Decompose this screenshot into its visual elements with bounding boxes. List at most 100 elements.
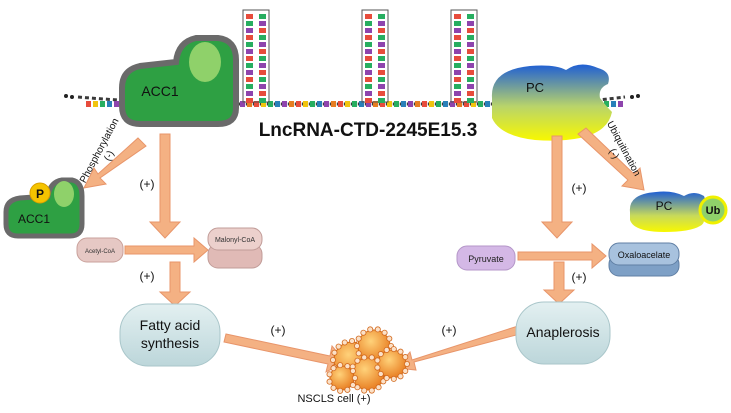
nucleotide xyxy=(246,84,253,89)
cell-label: NSCLS cell (+) xyxy=(297,393,370,405)
cell-granule xyxy=(331,349,338,356)
nucleotide xyxy=(296,101,301,107)
nucleotide xyxy=(365,35,372,40)
nucleotide xyxy=(467,49,474,54)
nucleotide xyxy=(366,101,371,107)
nucleotide xyxy=(246,49,253,54)
nucleotide xyxy=(365,63,372,68)
nucleotide xyxy=(467,91,474,96)
nucleotide xyxy=(467,42,474,47)
pyruvate-node: Pyruvate xyxy=(456,245,516,271)
acc1-label: ACC1 xyxy=(141,83,179,99)
cell-granule xyxy=(377,370,384,377)
nucleotide xyxy=(246,70,253,75)
nucleotide xyxy=(365,21,372,26)
cell-granule xyxy=(375,384,382,391)
arrow-fatty-to-cell xyxy=(223,333,347,373)
nucleotide xyxy=(454,98,461,103)
nucleotide xyxy=(240,101,245,107)
nucleotide xyxy=(259,42,266,47)
nucleotide xyxy=(454,21,461,26)
arrow-to-fatty-acid xyxy=(158,261,192,307)
cell-granule xyxy=(335,343,342,350)
rna-stem-loop-3 xyxy=(450,9,478,103)
nucleotide xyxy=(275,101,280,107)
arrow-acetyl-to-malonyl xyxy=(124,236,209,264)
sign-fatty-cell: (+) xyxy=(271,323,286,337)
cell-granule xyxy=(351,374,358,381)
sign-acetyl-fatty: (+) xyxy=(140,269,155,283)
cell-granule xyxy=(397,348,404,355)
nucleotide xyxy=(259,14,266,19)
acetyl-coa-node: Acetyl-CoA xyxy=(76,237,124,263)
fatty-acid-label-line1: Fatty acid xyxy=(140,317,201,333)
nucleotide xyxy=(246,91,253,96)
nucleotide xyxy=(93,101,98,107)
nucleotide xyxy=(378,49,385,54)
nucleotide xyxy=(378,42,385,47)
nucleotide xyxy=(261,101,266,107)
arrows xyxy=(83,127,645,373)
nucleotide xyxy=(378,77,385,82)
cell-granule xyxy=(367,326,374,333)
nucleotide xyxy=(246,63,253,68)
rna-stem-loop-1 xyxy=(242,9,270,103)
anaplerosis-label: Anaplerosis xyxy=(526,324,599,340)
nucleotide xyxy=(454,35,461,40)
nucleotide xyxy=(408,101,413,107)
nucleotide xyxy=(454,56,461,61)
cell-granule xyxy=(402,354,409,361)
cell-granule xyxy=(383,375,390,382)
nucleotide xyxy=(310,101,315,107)
nucleotide xyxy=(378,21,385,26)
sign-pyruvate-anaplerosis: (+) xyxy=(572,270,587,284)
nucleotide xyxy=(378,35,385,40)
nucleotide xyxy=(378,91,385,96)
nucleotide xyxy=(259,49,266,54)
nucleotide xyxy=(387,101,392,107)
cell-granule xyxy=(329,356,336,363)
cell-granule xyxy=(374,364,381,371)
nucleotide xyxy=(365,49,372,54)
nucleotide xyxy=(611,101,616,107)
oxaloacetate-label: Oxaloacelate xyxy=(618,250,671,260)
cell-granule xyxy=(381,329,388,336)
nucleotide xyxy=(365,14,372,19)
cell-granule xyxy=(330,384,337,391)
cell-granule xyxy=(355,335,362,342)
nucleotide xyxy=(247,101,252,107)
nucleotide xyxy=(464,101,469,107)
ub-label: Ub xyxy=(706,205,721,217)
ub-badge xyxy=(698,195,728,225)
acc1-phosphorylated: P ACC1 xyxy=(3,177,85,239)
nucleotide xyxy=(436,101,441,107)
oxaloacetate-node: Oxaloacelate xyxy=(608,242,680,277)
nucleotide xyxy=(259,84,266,89)
nucleotide xyxy=(378,84,385,89)
nucleotide xyxy=(246,42,253,47)
nucleotide xyxy=(454,91,461,96)
nucleotide xyxy=(365,77,372,82)
cell-granule xyxy=(349,367,356,374)
nucleotide xyxy=(114,101,119,107)
cell-granule xyxy=(354,357,361,364)
cell-granule xyxy=(330,365,337,372)
nucleotide xyxy=(378,70,385,75)
nucleotide xyxy=(338,101,343,107)
nucleotide xyxy=(365,70,372,75)
cell-granule xyxy=(397,373,404,380)
nucleotide xyxy=(331,101,336,107)
nucleotide xyxy=(467,63,474,68)
nucleotide xyxy=(100,101,105,107)
phosphate-badge xyxy=(29,182,51,204)
nucleotide xyxy=(471,101,476,107)
nucleotide xyxy=(401,101,406,107)
nucleotide xyxy=(352,101,357,107)
nucleotide xyxy=(415,101,420,107)
nucleotide xyxy=(467,35,474,40)
cell-granule xyxy=(361,354,368,361)
nucleotide xyxy=(378,28,385,33)
nucleotide xyxy=(454,84,461,89)
nucleotide xyxy=(618,101,623,107)
